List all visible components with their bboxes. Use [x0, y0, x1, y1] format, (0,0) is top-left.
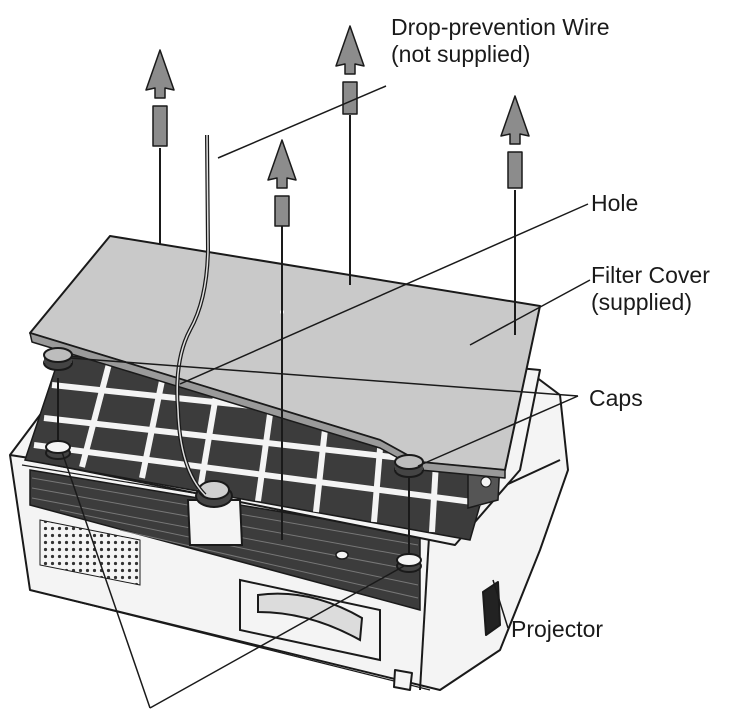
cover-label-line2: (supplied) — [591, 289, 710, 316]
cover-label-line1: Filter Cover — [591, 262, 710, 289]
hole-label: Hole — [591, 190, 638, 217]
front-screw — [336, 551, 348, 559]
projector-label: Projector — [511, 616, 603, 643]
wire-label-line2: (not supplied) — [391, 41, 610, 68]
leader-wire — [218, 86, 386, 158]
drop-prevention-wire-label: Drop-prevention Wire (not supplied) — [391, 14, 610, 68]
wire-label-line1: Drop-prevention Wire — [391, 14, 610, 41]
filter-cover-label: Filter Cover (supplied) — [591, 262, 710, 316]
caps-label: Caps — [589, 385, 643, 412]
